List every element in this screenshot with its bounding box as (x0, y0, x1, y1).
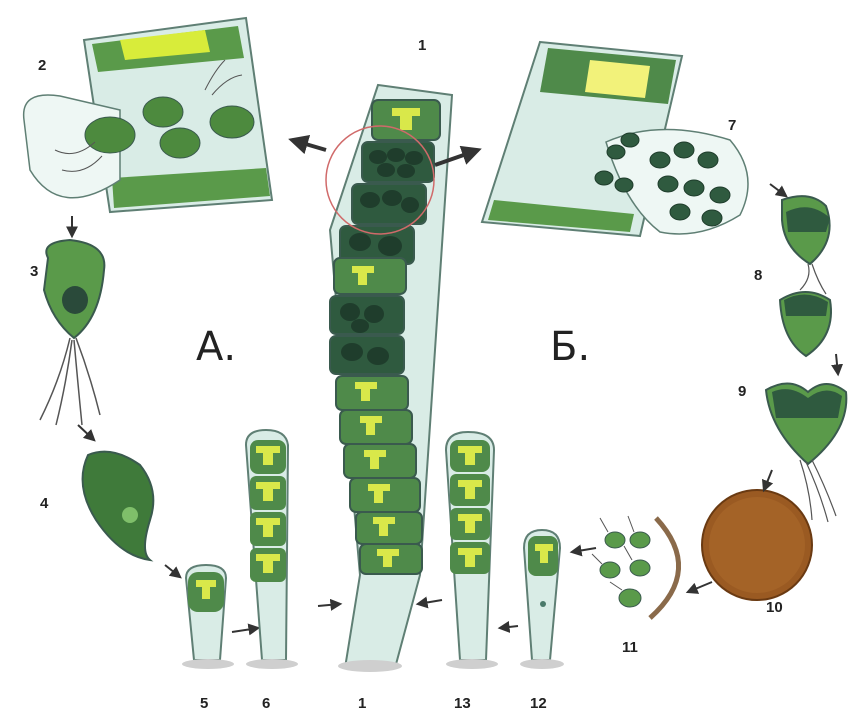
label-1-bottom: 1 (358, 695, 366, 712)
label-7: 7 (728, 117, 736, 134)
arrow-10-11 (688, 582, 712, 592)
stage-13-young-filament (446, 432, 498, 669)
label-2: 2 (38, 57, 46, 74)
arrow-5-6 (232, 628, 258, 632)
label-5: 5 (200, 695, 208, 712)
arrow-11-12 (572, 548, 596, 552)
stage-10-zygote (702, 490, 812, 600)
label-8: 8 (754, 267, 762, 284)
central-filament (326, 85, 452, 672)
stage-8-gametes (780, 196, 831, 356)
section-label-asexual: А. (196, 324, 236, 370)
stage-6-young-filament (246, 430, 298, 669)
stage-11-meiospores (592, 516, 679, 618)
arrow-9-10 (764, 470, 772, 490)
arrow-3-4 (78, 425, 94, 440)
label-13: 13 (454, 695, 471, 712)
arrow-13-1 (418, 600, 442, 604)
stage-2-sporangium (24, 18, 272, 212)
arrow-4-5 (165, 565, 180, 577)
arrow-to-2 (292, 140, 326, 150)
label-9: 9 (738, 383, 746, 400)
stage-3-zoospore (40, 240, 104, 425)
label-10: 10 (766, 599, 783, 616)
stage-4-settled-spore (83, 452, 154, 560)
label-12: 12 (530, 695, 547, 712)
stage-7-gametangium (482, 42, 748, 236)
arrow-6-1 (318, 604, 340, 606)
section-label-sexual: Б. (550, 324, 590, 370)
stage-12-germling (520, 530, 564, 669)
label-11: 11 (622, 639, 638, 656)
arrow-8-9 (836, 354, 838, 374)
label-6: 6 (262, 695, 270, 712)
label-1-top: 1 (418, 37, 426, 54)
arrow-7-8 (770, 184, 786, 196)
label-3: 3 (30, 263, 38, 280)
stage-5-germling (182, 565, 234, 669)
arrow-12-13 (500, 626, 518, 628)
attachment-base (338, 660, 402, 672)
label-4: 4 (40, 495, 49, 512)
